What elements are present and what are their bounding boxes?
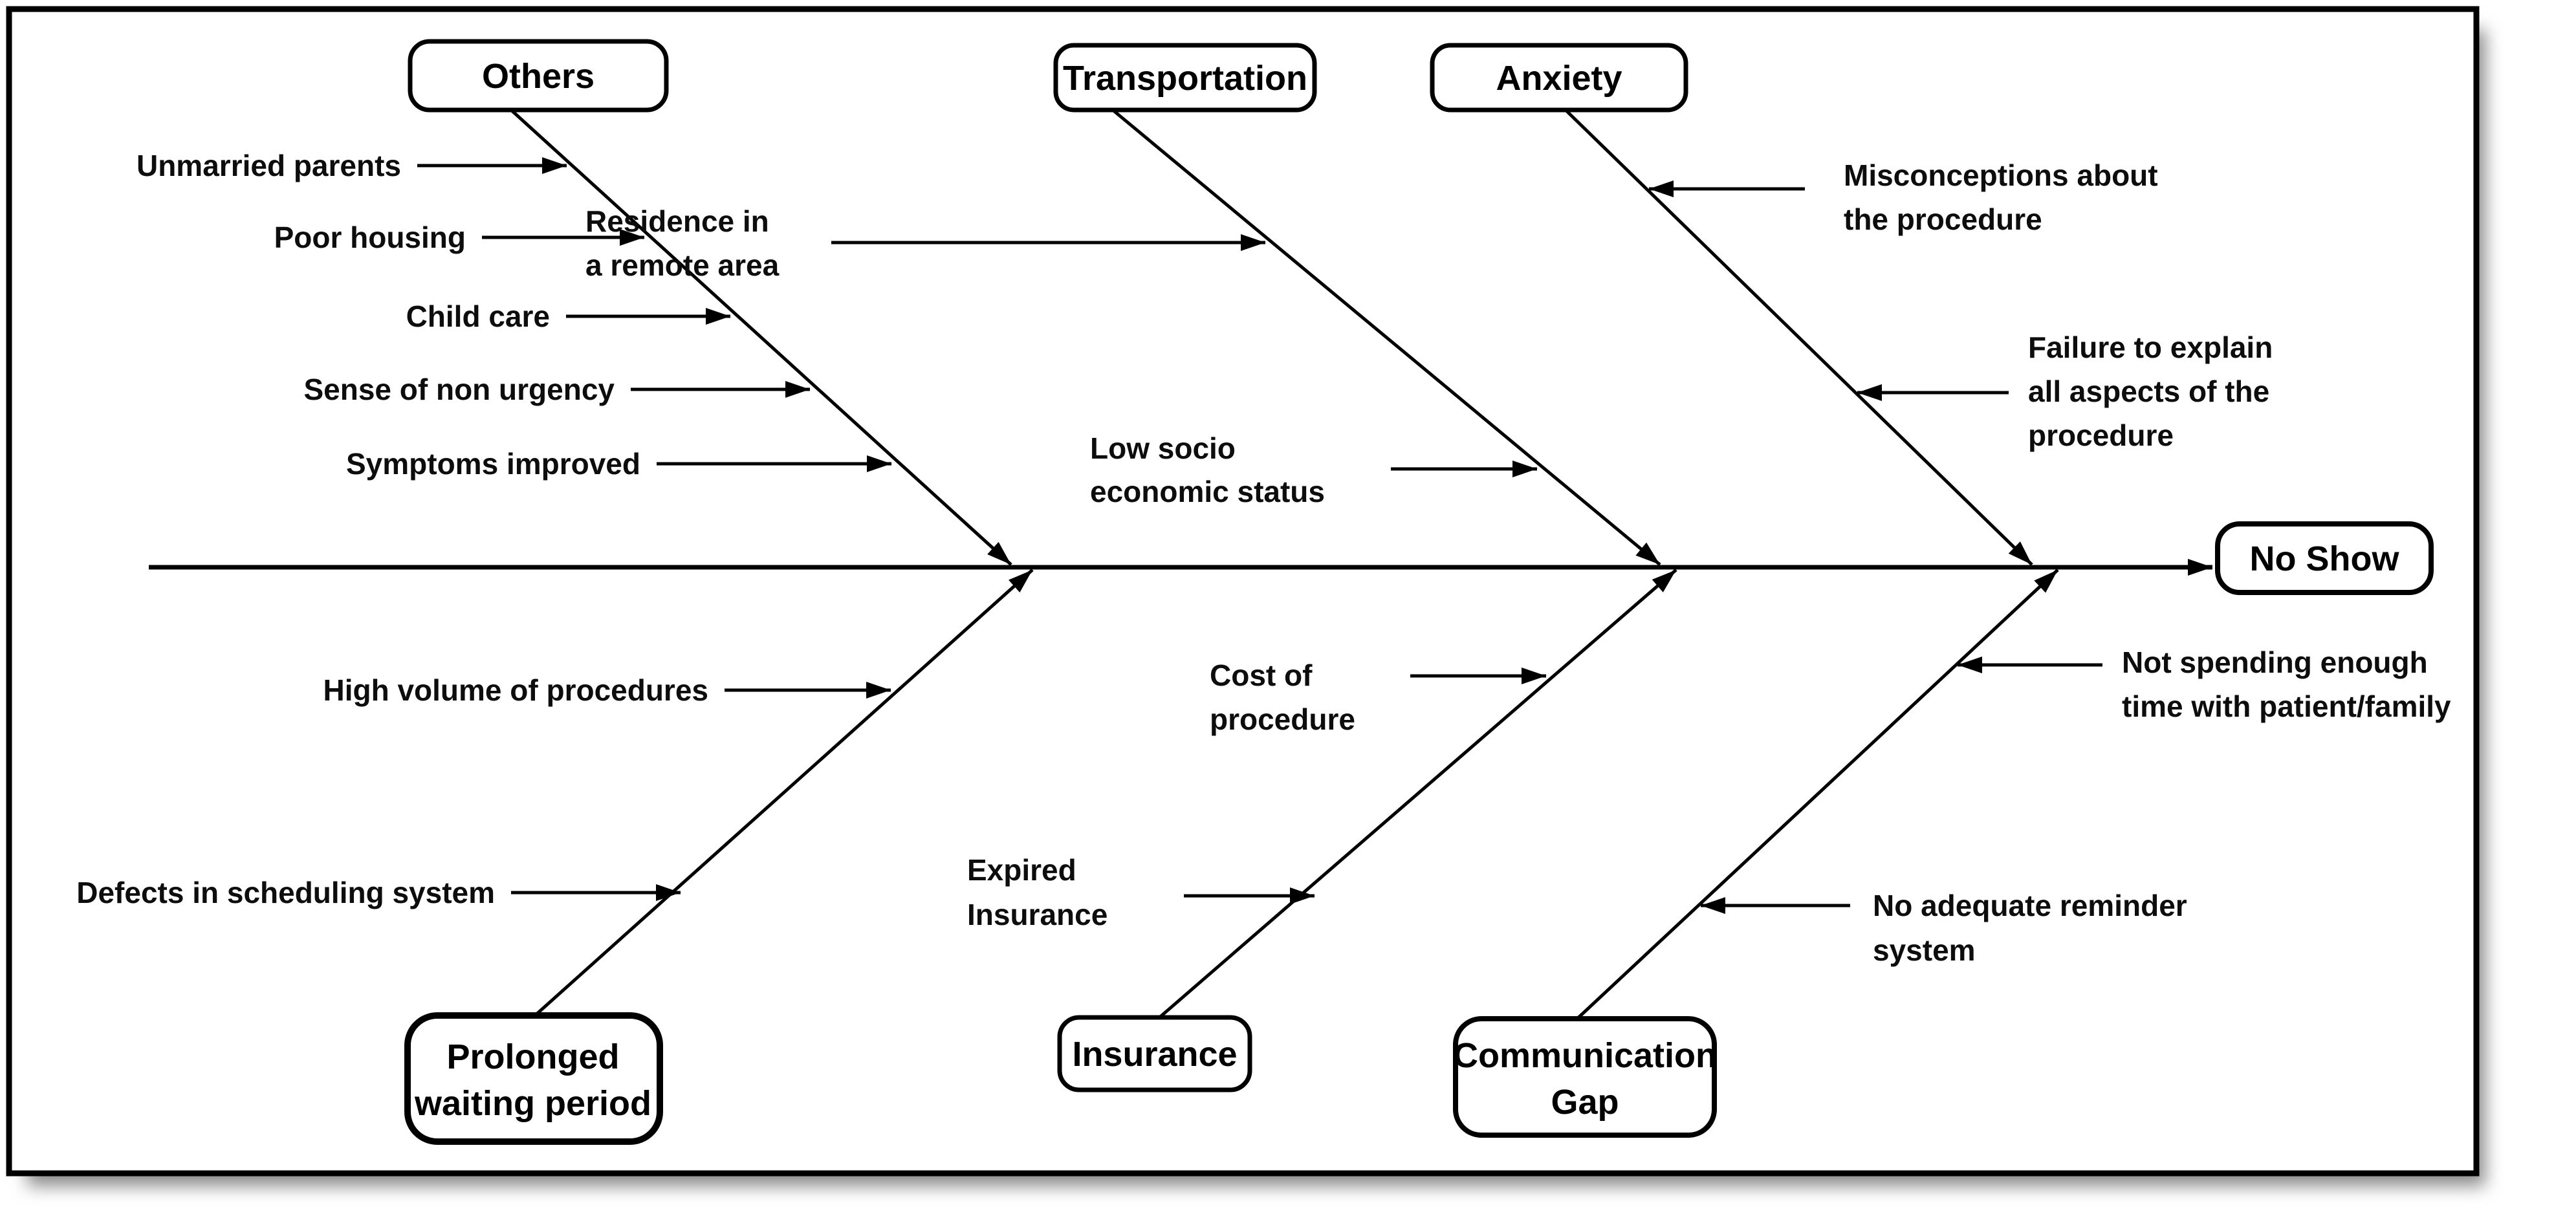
bone-prolonged-waiting-period: [534, 569, 1034, 1017]
cause-unmarried-parents: Unmarried parents: [136, 149, 401, 182]
cause-low-socio-line2: economic status: [1090, 475, 1325, 508]
bone-communication-gap: [1576, 569, 2059, 1020]
category-box-anxiety: [1430, 43, 1688, 113]
category-label-others: Others: [482, 57, 595, 96]
category-label-transportation: Transportation: [1063, 59, 1307, 98]
bone-others: [510, 109, 1012, 566]
category-box-communication-gap: [1453, 1016, 1717, 1138]
cause-cost-line2: procedure: [1210, 702, 1355, 736]
bone-anxiety: [1564, 109, 2033, 566]
cause-residence-line2: a remote area: [585, 248, 780, 282]
cause-misconceptions-line1: Misconceptions about: [1844, 158, 2158, 192]
cause-defects-scheduling: Defects in scheduling system: [76, 876, 495, 909]
cause-sense-of-non-urgency: Sense of non urgency: [303, 373, 615, 406]
diagram-border: [6, 6, 2480, 1177]
cause-cost-line1: Cost of: [1210, 658, 1313, 692]
cause-failure-explain-line1: Failure to explain: [2028, 331, 2273, 364]
cause-symptoms-improved: Symptoms improved: [346, 447, 640, 481]
cause-no-reminder-line1: No adequate reminder: [1873, 889, 2187, 922]
category-label-communication-line2: Gap: [1551, 1083, 1619, 1122]
cause-not-spending-line1: Not spending enough: [2122, 646, 2428, 679]
cause-poor-housing: Poor housing: [274, 221, 466, 254]
cause-failure-explain-line2: all aspects of the: [2028, 375, 2269, 408]
effect-label-no-show: No Show: [2250, 539, 2400, 578]
category-label-anxiety: Anxiety: [1496, 59, 1622, 98]
category-box-transportation: [1053, 43, 1317, 113]
category-box-others: [408, 39, 669, 113]
category-box-insurance: [1057, 1015, 1252, 1092]
cause-expired-line2: Insurance: [967, 898, 1108, 931]
category-label-insurance: Insurance: [1072, 1035, 1237, 1074]
cause-failure-explain-line3: procedure: [2028, 418, 2174, 452]
effect-box-no-show: [2215, 521, 2434, 595]
cause-no-reminder-line2: system: [1873, 933, 1976, 967]
cause-child-care: Child care: [406, 299, 550, 333]
category-label-communication-line1: Communication: [1453, 1036, 1717, 1075]
category-label-prolonged-line1: Prolonged: [447, 1037, 620, 1076]
bone-insurance: [1157, 569, 1677, 1020]
cause-misconceptions-line2: the procedure: [1844, 202, 2042, 236]
cause-not-spending-line2: time with patient/family: [2122, 689, 2451, 723]
cause-high-volume: High volume of procedures: [323, 673, 708, 707]
cause-expired-line1: Expired: [967, 853, 1076, 887]
category-label-prolonged-line2: waiting period: [414, 1084, 651, 1123]
cause-low-socio-line1: Low socio: [1090, 431, 1236, 465]
category-box-prolonged-waiting-period: [404, 1012, 663, 1145]
cause-residence-line1: Residence in: [585, 204, 769, 238]
bone-transportation: [1111, 109, 1661, 566]
